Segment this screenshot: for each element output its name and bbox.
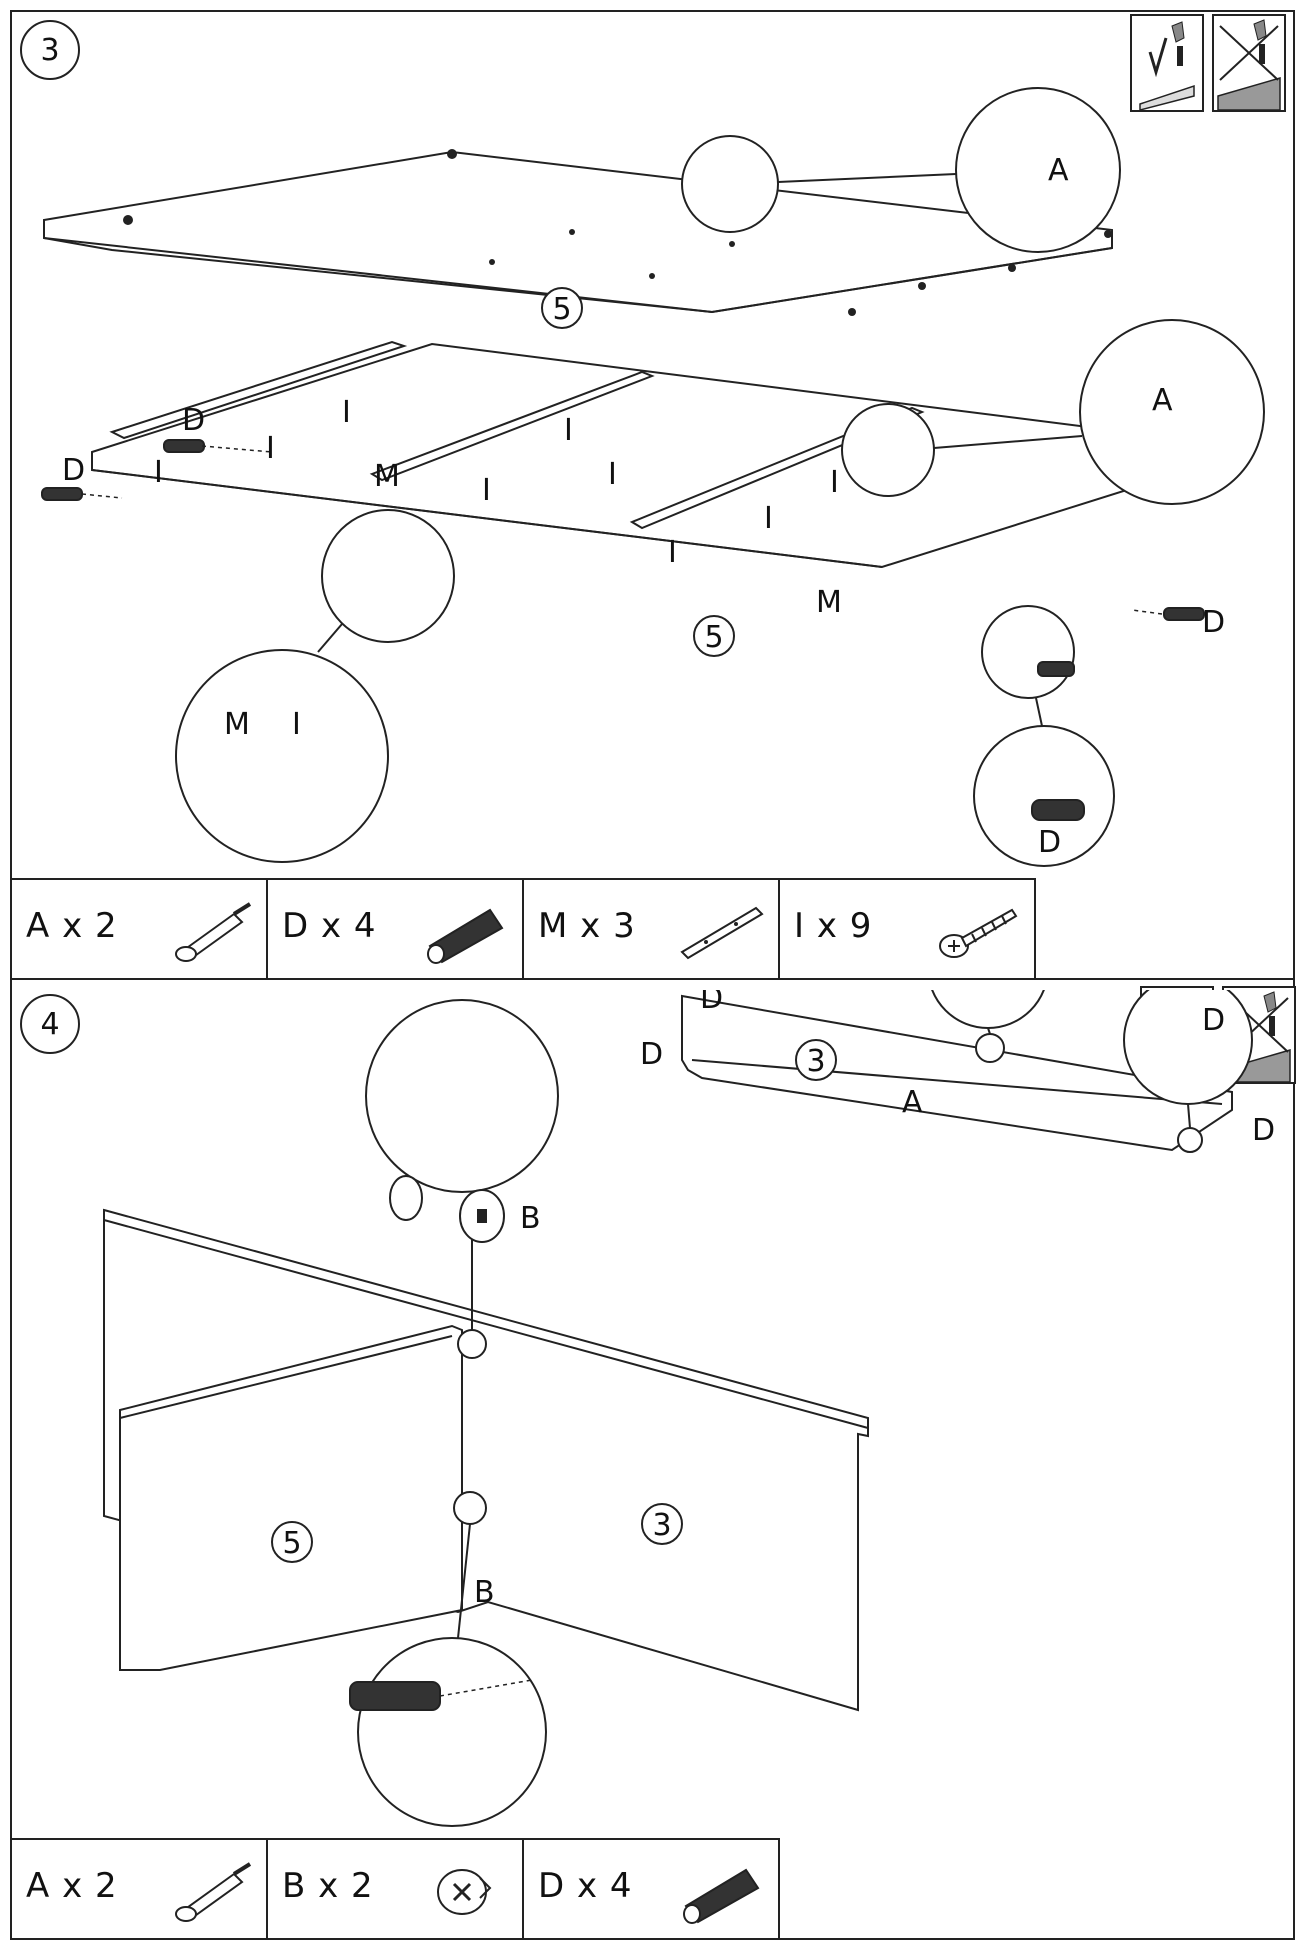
cam-dowel-icon bbox=[175, 1862, 252, 1922]
dowel-icon bbox=[1037, 661, 1075, 677]
step-number-label: 3 bbox=[40, 32, 60, 68]
label-i: I bbox=[830, 465, 839, 500]
cam-dowel-icon bbox=[175, 902, 252, 962]
panel-5-bottom bbox=[91, 342, 1223, 569]
step-3-diagram: A A D D D D M M M I I I I I I I I I I 5 … bbox=[41, 87, 1265, 867]
panel-number-label: 5 bbox=[552, 292, 571, 327]
label-i: I bbox=[482, 473, 491, 508]
label-a: A bbox=[902, 1085, 923, 1120]
part-a-cell: A x 2 bbox=[12, 1840, 268, 1940]
dowel-icon bbox=[163, 439, 205, 453]
part-label: A x 2 bbox=[26, 1866, 118, 1906]
part-label: D x 4 bbox=[538, 1866, 633, 1906]
correct-icon bbox=[1130, 14, 1204, 112]
runner-1 bbox=[109, 340, 408, 440]
part-d-cell: D x 4 bbox=[524, 1840, 780, 1940]
wood-dowel-icon bbox=[427, 908, 504, 964]
detail-circle-a-right-large bbox=[1079, 319, 1265, 505]
label-a: A bbox=[994, 990, 1015, 994]
detail-marker bbox=[457, 1329, 487, 1359]
panel-number-label: 3 bbox=[652, 1508, 671, 1543]
part-label: B x 2 bbox=[282, 1866, 374, 1906]
wood-dowel-icon bbox=[683, 1868, 760, 1924]
label-d: D bbox=[182, 403, 205, 438]
panel-3-shelf bbox=[681, 994, 1233, 1152]
part-label: M x 3 bbox=[538, 906, 636, 946]
step-3-parts-list: A x 2 D x 4 M x 3 I x 9 bbox=[12, 878, 1036, 980]
detail-circle-d-large bbox=[973, 725, 1115, 867]
label-d: D bbox=[640, 1037, 663, 1072]
detail-circle-a-right-small bbox=[841, 403, 935, 497]
panel-number-label: 5 bbox=[704, 620, 723, 655]
drawer-runner-icon bbox=[680, 906, 764, 960]
label-i: I bbox=[154, 455, 163, 490]
panel-5-top bbox=[43, 150, 1113, 314]
detail-circle-runner-large bbox=[175, 649, 389, 863]
panel-number-label: 3 bbox=[806, 1044, 825, 1079]
incorrect-icon bbox=[1212, 14, 1286, 112]
part-b-cell: B x 2 bbox=[268, 1840, 524, 1940]
step-number-label: 4 bbox=[40, 1006, 60, 1042]
detail-circle-a-large bbox=[955, 87, 1121, 253]
label-m: M bbox=[374, 459, 400, 494]
label-a: A bbox=[1152, 383, 1173, 418]
part-label: A x 2 bbox=[26, 906, 118, 946]
part-label: D x 4 bbox=[282, 906, 377, 946]
detail-circle-b bbox=[365, 999, 559, 1193]
page-frame bbox=[10, 10, 1295, 1940]
step-4-diagram: A A B B D D D D 3 3 5 bbox=[103, 990, 1275, 1827]
label-i: I bbox=[266, 431, 275, 466]
detail-marker bbox=[1177, 1127, 1203, 1153]
label-d: D bbox=[700, 990, 723, 1016]
correct-incorrect-icons bbox=[1130, 14, 1286, 112]
label-i: I bbox=[668, 535, 677, 570]
label-i: I bbox=[764, 501, 773, 536]
part-m-cell: M x 3 bbox=[524, 880, 780, 980]
label-i: I bbox=[342, 395, 351, 430]
step-4-parts-list: A x 2 B x 2 D x 4 bbox=[12, 1838, 780, 1940]
detail-circle-runner-small bbox=[321, 509, 455, 643]
part-d-cell: D x 4 bbox=[268, 880, 524, 980]
label-a: A bbox=[1048, 153, 1069, 188]
runner-2 bbox=[369, 370, 655, 482]
dowel-icon bbox=[349, 1681, 441, 1711]
part-i-cell: I x 9 bbox=[780, 880, 1036, 980]
panel-number-label: 5 bbox=[282, 1526, 301, 1561]
part-a-cell: A x 2 bbox=[12, 880, 268, 980]
label-d: D bbox=[62, 453, 85, 488]
step-divider bbox=[10, 978, 1295, 980]
label-d: D bbox=[1038, 825, 1061, 860]
cam-lock-icon bbox=[437, 1869, 492, 1915]
detail-marker bbox=[453, 1491, 487, 1525]
detail-circle-d-small bbox=[981, 605, 1075, 699]
label-m: M bbox=[816, 585, 842, 620]
label-i: I bbox=[608, 457, 617, 492]
dowel-icon bbox=[1031, 799, 1085, 821]
detail-marker bbox=[975, 1033, 1005, 1063]
step-number-3: 3 bbox=[20, 20, 80, 80]
label-d: D bbox=[1202, 1003, 1225, 1038]
part-label: I x 9 bbox=[794, 906, 873, 946]
label-i: I bbox=[564, 413, 573, 448]
label-b: B bbox=[520, 1201, 541, 1236]
detail-circle-d bbox=[1123, 990, 1253, 1105]
label-d: D bbox=[1252, 1113, 1275, 1148]
label-b: B bbox=[474, 1575, 495, 1610]
label-d: D bbox=[1202, 605, 1225, 640]
dowel-icon bbox=[1163, 607, 1205, 621]
screw-icon bbox=[939, 908, 1018, 958]
label-i: I bbox=[292, 707, 301, 742]
detail-circle-dowel bbox=[357, 1637, 547, 1827]
label-m: M bbox=[224, 707, 250, 742]
dowel-icon bbox=[41, 487, 83, 501]
step-number-4: 4 bbox=[20, 994, 80, 1054]
detail-circle-a-small bbox=[681, 135, 779, 233]
detail-circle-a bbox=[931, 990, 1045, 1029]
panel-5-side bbox=[119, 1324, 463, 1671]
